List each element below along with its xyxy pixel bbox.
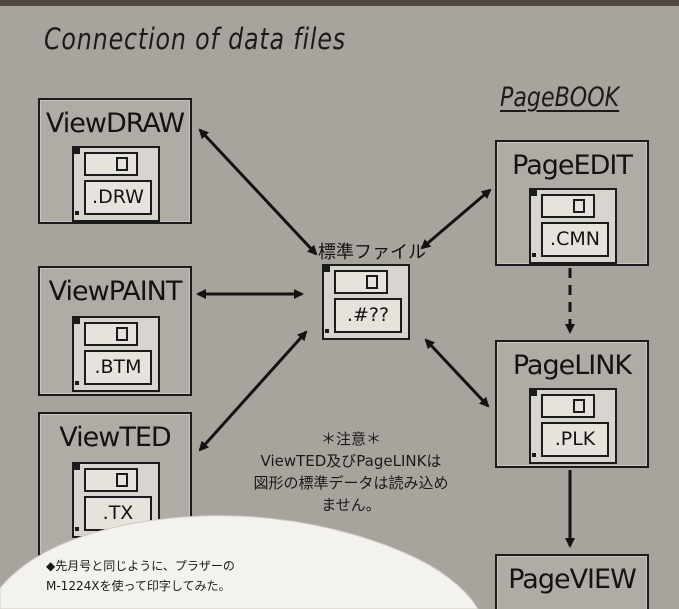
app-name-viewted: ViewTED (59, 422, 171, 453)
floppy-disk-icon: .BTM (72, 316, 160, 392)
caption-line-1: ◆先月号と同じように、プラザーの (46, 559, 235, 573)
app-name-pagelink: PageLINK (512, 350, 632, 381)
app-box-pageview: PageVIEW (495, 554, 649, 609)
arrow-standard-pageedit (420, 188, 492, 250)
arrow-viewted-standard (198, 330, 308, 452)
floppy-disk-icon: .PLK (529, 388, 617, 464)
app-name-viewpaint: ViewPAINT (48, 276, 183, 307)
app-name-pageview: PageVIEW (508, 564, 637, 595)
note-heading: ＊注意＊ (320, 430, 381, 448)
app-name-viewdraw: ViewDRAW (45, 108, 185, 139)
app-box-viewpaint: ViewPAINT .BTM (38, 266, 192, 396)
center-floppy-disk-icon: .#?? (322, 264, 410, 340)
app-box-viewdraw: ViewDRAW .DRW (38, 98, 192, 224)
file-extension-tx: .TX (84, 496, 152, 531)
caption-block: ◆先月号と同じように、プラザーの M-1224Xを使って印字してみた。 (46, 556, 235, 596)
arrow-standard-pagelink (424, 338, 490, 408)
center-file-label: 標準ファイル (318, 242, 426, 263)
page-curl-overlay (0, 515, 479, 609)
note-line-1: ViewTED及びPageLINKは (260, 452, 442, 470)
note-block: ＊注意＊ ViewTED及びPageLINKは 図形の標準データは読み込め ませ… (226, 428, 476, 516)
caption-line-2: M-1224Xを使って印字してみた。 (46, 579, 231, 593)
file-extension-cmn: .CMN (541, 222, 609, 257)
file-extension-btm: .BTM (84, 350, 152, 385)
pagebook-group-label: PageBOOK (500, 82, 620, 113)
app-name-pageedit: PageEDIT (512, 150, 633, 181)
floppy-disk-icon: .DRW (72, 146, 160, 222)
file-extension-drw: .DRW (84, 180, 152, 215)
note-line-2: 図形の標準データは読み込め (253, 474, 449, 492)
diagram-title: Connection of data files (44, 22, 347, 56)
app-box-pageedit: PageEDIT .CMN (495, 140, 649, 266)
arrow-viewdraw-standard (198, 128, 318, 256)
app-box-pagelink: PageLINK .PLK (495, 340, 649, 468)
file-extension-plk: .PLK (541, 422, 609, 457)
floppy-disk-icon: .TX (72, 462, 160, 538)
file-extension-standard: .#?? (334, 298, 402, 333)
floppy-disk-icon: .CMN (529, 188, 617, 264)
note-line-3: ません。 (321, 496, 381, 514)
